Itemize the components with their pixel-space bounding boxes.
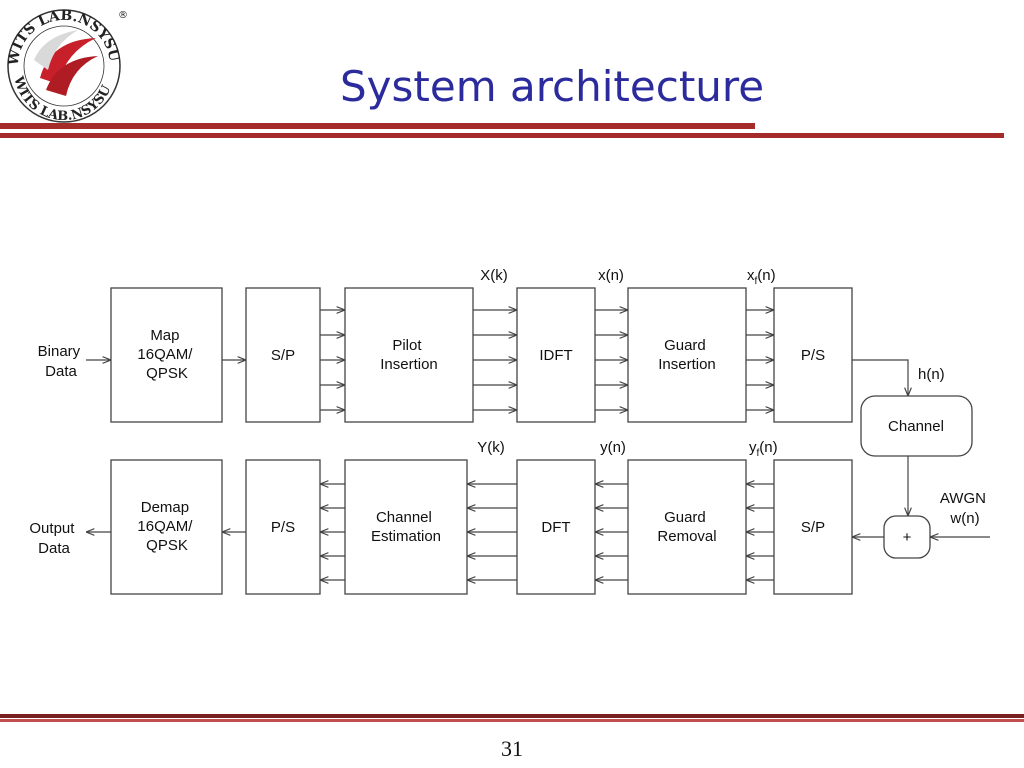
channel-block [860, 395, 973, 457]
sp-rx-label: S/P [801, 519, 825, 536]
ps-rx-label: P/S [271, 519, 295, 536]
Xk-label: X(k) [480, 267, 508, 284]
parallel-buses [320, 310, 774, 580]
binary-data-label: Binary Data [38, 343, 85, 380]
guard-insertion-label-line: Insertion [658, 356, 716, 373]
sp-block-rx [773, 459, 853, 595]
logo-registered-mark: ® [118, 10, 128, 21]
demap-block [110, 459, 223, 595]
channel-estimation-label: Channel Estimation [371, 509, 441, 545]
page-number: 31 [501, 736, 523, 761]
sp-tx-label: S/P [271, 347, 295, 364]
demap-block-label: Demap 16QAM/ QPSK [137, 499, 196, 554]
pilot-insertion-label: Pilot Insertion [380, 337, 438, 373]
channel-estimation-label-line: Estimation [371, 528, 441, 545]
guard-insertion-block [627, 287, 747, 423]
guard-removal-label-line: Removal [657, 528, 716, 545]
footer-rule-top [0, 714, 1024, 718]
hn-label: h(n) [918, 366, 945, 383]
pilot-insertion-block [344, 287, 474, 423]
yf-sub: f [757, 448, 760, 459]
xn-label: x(n) [598, 267, 624, 284]
xf-sub: f [755, 276, 758, 287]
map-block [110, 287, 223, 423]
ps-to-channel-line [852, 359, 908, 396]
Yk-label: Y(k) [477, 439, 505, 456]
single-connectors [86, 360, 990, 537]
channel-estimation-block [344, 459, 468, 595]
map-label-line: QPSK [146, 365, 188, 382]
wits-lab-logo: WITS LAB.NSYSU WITS LAB.NSYSU ® [5, 8, 128, 124]
guard-removal-label: Guard Removal [657, 509, 716, 545]
yf-base: y [749, 439, 757, 456]
ps-block-rx [245, 459, 321, 595]
header-rule-bottom [0, 133, 1004, 138]
awgn-line: AWGN [940, 490, 986, 507]
binary-data-line: Binary [38, 343, 81, 360]
map-block-label: Map 16QAM/ QPSK [137, 327, 196, 382]
guard-insertion-label: Guard Insertion [658, 337, 716, 373]
output-data-label: Output Data [29, 520, 78, 557]
map-label-line: Map [150, 327, 179, 344]
demap-label-line: QPSK [146, 537, 188, 554]
yf-tail: (n) [759, 439, 777, 456]
pilot-label-line: Pilot [392, 337, 422, 354]
slide-title: System architecture [340, 62, 765, 111]
channel-estimation-label-line: Channel [376, 509, 432, 526]
guard-insertion-label-line: Guard [664, 337, 706, 354]
output-data-line: Output [29, 520, 75, 537]
yn-label: y(n) [600, 439, 626, 456]
awgn-label: AWGN w(n) [940, 490, 990, 527]
demap-label-line: 16QAM/ [137, 518, 193, 535]
output-data-line: Data [38, 540, 70, 557]
map-label-line: 16QAM/ [137, 346, 193, 363]
binary-data-line: Data [45, 363, 77, 380]
guard-removal-block [627, 459, 747, 595]
channel-label: Channel [888, 418, 944, 435]
header-rule-top [0, 123, 755, 129]
sp-block-tx [245, 287, 321, 423]
pilot-label-line: Insertion [380, 356, 438, 373]
adder-symbol: + [903, 529, 912, 546]
ps-tx-label: P/S [801, 347, 825, 364]
idft-block [516, 287, 596, 423]
dft-block [516, 459, 596, 595]
yf-label: yf(n) [749, 439, 778, 459]
idft-label: IDFT [539, 347, 572, 364]
xf-label: xf(n) [747, 267, 776, 287]
awgn-line: w(n) [949, 510, 979, 527]
xf-tail: (n) [757, 267, 775, 284]
guard-removal-label-line: Guard [664, 509, 706, 526]
dft-label: DFT [541, 519, 570, 536]
xf-base: x [747, 267, 755, 284]
footer-rule-bottom [0, 719, 1024, 722]
ps-block-tx [773, 287, 853, 423]
demap-label-line: Demap [141, 499, 189, 516]
